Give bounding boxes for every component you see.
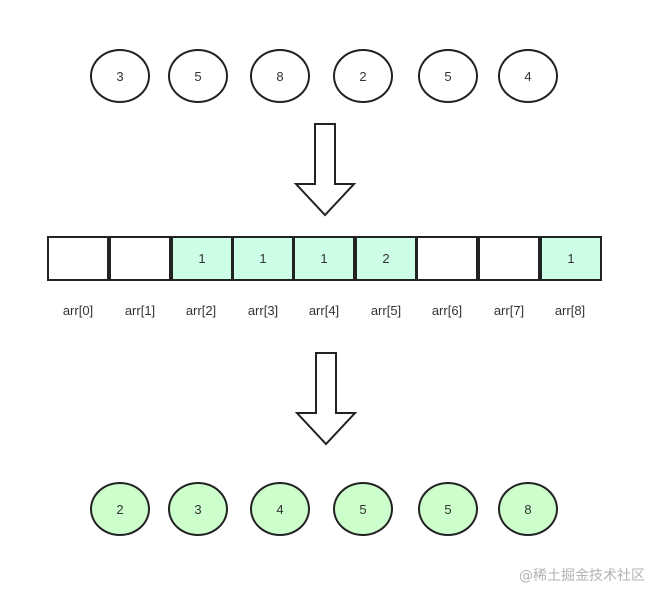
count-cell	[478, 236, 540, 281]
output-node: 4	[250, 482, 310, 536]
index-label: arr[1]	[124, 303, 156, 318]
input-node: 5	[168, 49, 228, 103]
input-node: 3	[90, 49, 150, 103]
index-label: arr[6]	[431, 303, 463, 318]
index-label: arr[0]	[62, 303, 94, 318]
index-label: arr[4]	[308, 303, 340, 318]
count-cell: 2	[355, 236, 417, 281]
index-label: arr[2]	[185, 303, 217, 318]
count-cell	[47, 236, 109, 281]
watermark: @稀土掘金技术社区	[519, 568, 645, 584]
count-cell	[416, 236, 478, 281]
count-cell	[109, 236, 171, 281]
count-cell: 1	[171, 236, 233, 281]
index-label: arr[3]	[247, 303, 279, 318]
input-node: 8	[250, 49, 310, 103]
output-node: 3	[168, 482, 228, 536]
index-label: arr[8]	[554, 303, 586, 318]
input-node: 4	[498, 49, 558, 103]
count-cell: 1	[293, 236, 355, 281]
input-node: 5	[418, 49, 478, 103]
output-node: 2	[90, 482, 150, 536]
count-cell: 1	[540, 236, 602, 281]
index-label: arr[7]	[493, 303, 525, 318]
output-node: 5	[418, 482, 478, 536]
input-node: 2	[333, 49, 393, 103]
output-node: 8	[498, 482, 558, 536]
index-label: arr[5]	[370, 303, 402, 318]
count-cell: 1	[232, 236, 294, 281]
output-node: 5	[333, 482, 393, 536]
down-arrow-icon	[294, 352, 358, 446]
down-arrow-icon	[293, 123, 357, 217]
